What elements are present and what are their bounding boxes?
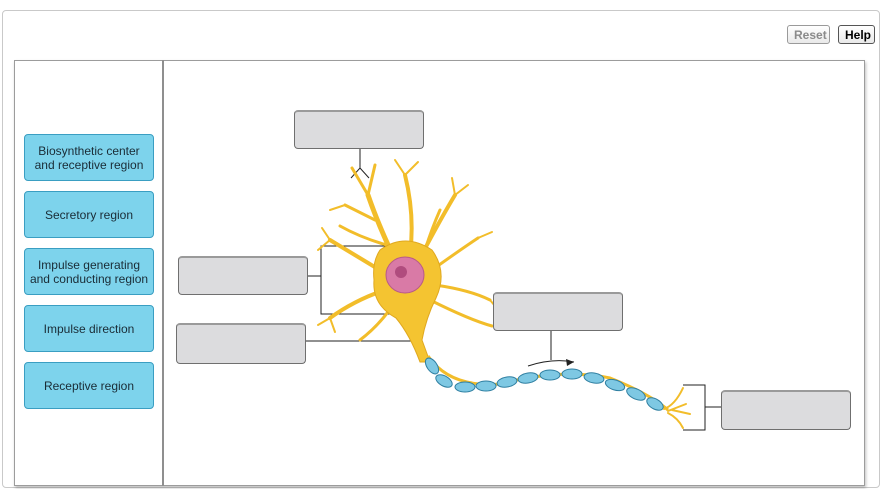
- drop-target-axon-hillock[interactable]: [176, 323, 306, 364]
- help-button[interactable]: Help: [838, 25, 875, 44]
- label-secretory-region[interactable]: Secretory region: [24, 191, 154, 238]
- drop-target-dendrites[interactable]: [294, 110, 424, 149]
- leader-lines: [305, 149, 721, 431]
- drop-target-axon[interactable]: [493, 292, 623, 331]
- label-biosynthetic-center[interactable]: Biosynthetic center and receptive region: [24, 134, 154, 181]
- drop-target-axon-terminal[interactable]: [721, 390, 851, 430]
- reset-button[interactable]: Reset: [787, 25, 830, 44]
- label-receptive-region[interactable]: Receptive region: [24, 362, 154, 409]
- drop-target-cell-body[interactable]: [178, 256, 308, 295]
- axon: [424, 355, 669, 412]
- label-impulse-direction[interactable]: Impulse direction: [24, 305, 154, 352]
- label-bank-divider: [162, 60, 164, 486]
- label-impulse-generating[interactable]: Impulse generating and conducting region: [24, 248, 154, 295]
- axon-terminal: [663, 387, 691, 429]
